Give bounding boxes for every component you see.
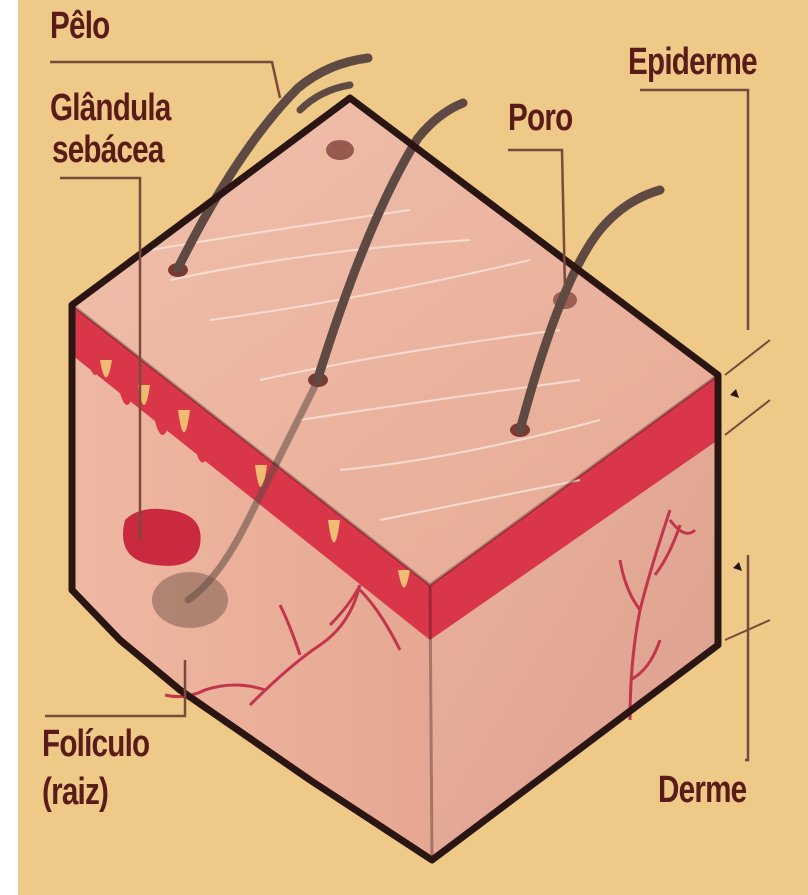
label-glandula-line1: Glândula xyxy=(50,88,171,128)
label-poro: Poro xyxy=(508,98,572,138)
dimension-arrows xyxy=(730,389,742,571)
label-glandula-line2: sebácea xyxy=(52,130,164,170)
label-foliculo-line2: (raiz) xyxy=(42,772,108,812)
label-pelo: Pêlo xyxy=(50,6,109,46)
label-epiderme: Epiderme xyxy=(628,42,757,82)
sebaceous-gland-shape xyxy=(123,509,201,566)
label-foliculo-line1: Folículo xyxy=(42,724,149,764)
label-derme: Derme xyxy=(658,770,746,810)
leader-derme xyxy=(745,555,748,760)
leader-epiderme xyxy=(640,90,748,330)
